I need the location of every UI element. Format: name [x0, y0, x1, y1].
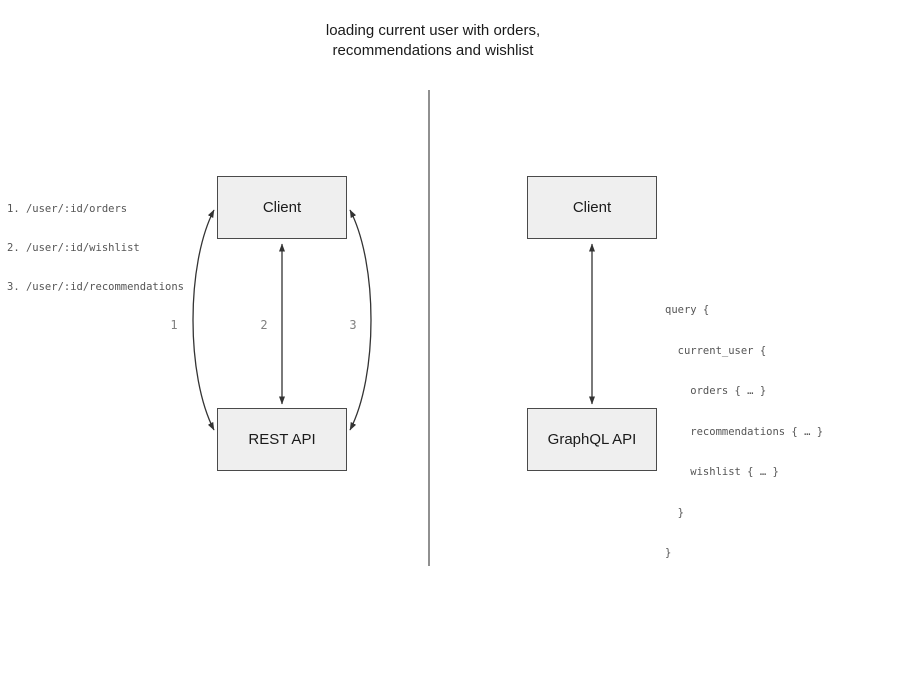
rest-endpoint-wishlist: 2. /user/:id/wishlist [7, 242, 140, 254]
query-line: } [665, 506, 684, 519]
diagram-title-line2: recommendations and wishlist [332, 42, 534, 59]
query-line: wishlist { … } [665, 466, 779, 478]
rest-endpoint-recommendations: 3. /user/:id/recommendations [7, 281, 185, 293]
query-line: current_user { [665, 344, 767, 357]
diagram-title: loading current user with orders, recomm… [233, 21, 633, 61]
graphql-client-label: Client [572, 199, 612, 216]
rest-api-label: REST API [248, 431, 316, 448]
graphql-query-snippet: query { current_user { orders { … } reco… [665, 277, 823, 588]
arrow-label-1: 1 [170, 318, 178, 332]
rest-client-label: Client [262, 199, 302, 216]
query-line: query { [665, 304, 710, 316]
query-line: recommendations { … } [665, 425, 824, 438]
graphql-api-label: GraphQL API [547, 431, 637, 448]
graphql-api-box: GraphQL API [527, 408, 657, 471]
rest-endpoint-list: 1. /user/:id/orders 2. /user/:id/wishlis… [7, 177, 184, 320]
query-line: } [665, 547, 672, 559]
rest-api-box: REST API [217, 408, 347, 471]
rest-client-box: Client [217, 176, 347, 239]
graphql-client-box: Client [527, 176, 657, 239]
arrow-label-2: 2 [260, 318, 268, 332]
rest-endpoint-orders: 1. /user/:id/orders [7, 203, 128, 215]
rest-arc-arrow-1 [192, 209, 215, 431]
query-line: orders { … } [665, 385, 767, 397]
arrow-label-3: 3 [349, 318, 357, 332]
diagram-title-line1: loading current user with orders, [325, 22, 541, 39]
rest-arc-arrow-3 [349, 209, 372, 431]
